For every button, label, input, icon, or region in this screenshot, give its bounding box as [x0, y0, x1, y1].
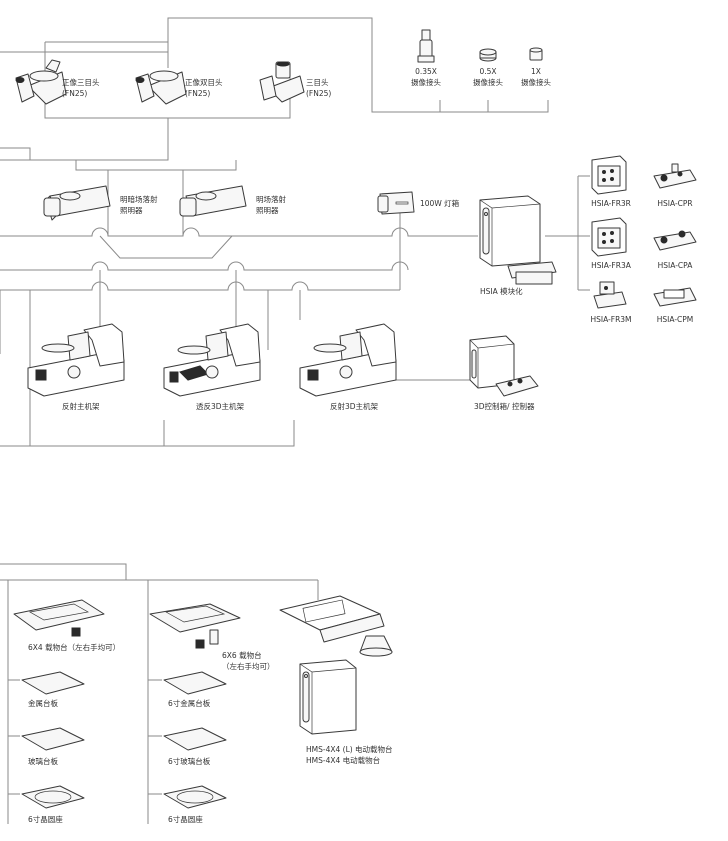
hsia-fr3r-icon [591, 155, 627, 195]
label-line: 正像三目头 [62, 78, 100, 87]
label-motorized-stage: HMS-4X4 (L) 电动载物台 HMS-4X4 电动载物台 [306, 744, 393, 766]
label-upright-binocular: 正像双目头 (FN25) [185, 77, 223, 99]
label-line: 照明器 [120, 206, 143, 215]
label-trinocular: 三目头 (FN25) [306, 77, 331, 99]
label-hsia-cpm: HSIA-CPM [656, 315, 694, 324]
wafer-holder-6in-icon [163, 785, 227, 809]
hsia-fr3a-icon [591, 217, 627, 257]
frame-trans-reflected-3d-icon [163, 323, 261, 397]
wafer-holder-icon [21, 785, 85, 809]
motorized-stage-icon [279, 595, 393, 657]
hsia-fr3m-icon [593, 281, 627, 309]
camera-adapter-035x-icon [417, 29, 435, 63]
label-illuminator-bf: 明场落射 照明器 [256, 194, 286, 216]
label-line: 0.35X [415, 67, 437, 76]
label-line: HMS-4X4 (L) 电动载物台 [306, 745, 393, 754]
label-line: 摄像接头 [521, 78, 551, 87]
label-line: 6X6 载物台 [222, 651, 262, 660]
label-line: 1X [531, 67, 541, 76]
metal-plate-icon [21, 671, 85, 695]
label-line: 照明器 [256, 206, 279, 215]
label-line: 明暗场落射 [120, 195, 158, 204]
label-hsia-fr3a: HSIA-FR3A [591, 261, 631, 270]
label-line: 摄像接头 [411, 78, 441, 87]
frame-reflected-3d-icon [299, 323, 397, 397]
camera-adapter-1x-icon [529, 47, 543, 61]
label-line: (FN25) [185, 89, 211, 98]
label-metal-plate: 金属台板 [28, 699, 58, 708]
glass-plate-icon [21, 727, 85, 751]
label-glass-plate-6in: 6寸玻璃台板 [168, 757, 211, 766]
label-wafer-holder-6in: 6寸晶圆座 [168, 815, 203, 824]
label-adapter-05x: 0.5X 摄像接头 [468, 66, 508, 88]
label-line: 三目头 [306, 78, 329, 87]
label-frame-trans-reflected-3d: 透反3D主机架 [196, 402, 245, 411]
label-adapter-1x: 1X 摄像接头 [516, 66, 556, 88]
hsia-cpm-icon [653, 287, 697, 307]
label-glass-plate: 玻璃台板 [28, 757, 58, 766]
illuminator-bf-df-icon [43, 185, 111, 221]
label-hsia-module: HSIA 模块化 [480, 287, 523, 296]
label-frame-reflected: 反射主机架 [62, 402, 100, 411]
stage-6x6-icon [149, 603, 241, 649]
label-line: HMS-4X4 电动载物台 [306, 756, 381, 765]
label-frame-reflected-3d: 反射3D主机架 [330, 402, 379, 411]
label-hsia-fr3r: HSIA-FR3R [591, 199, 631, 208]
head-upright-trinocular-icon [15, 59, 67, 105]
lamp-box-icon [377, 191, 415, 215]
connector-lines [0, 17, 590, 824]
label-line: (FN25) [62, 89, 88, 98]
label-upright-trinocular: 正像三目头 (FN25) [62, 77, 100, 99]
label-controller: 3D控制箱/ 控制器 [474, 402, 535, 411]
head-upright-binocular-icon [135, 70, 187, 105]
label-adapter-035x: 0.35X 摄像接头 [406, 66, 446, 88]
metal-plate-6in-icon [163, 671, 227, 695]
controller-joystick-icon [495, 375, 539, 397]
glass-plate-6in-icon [163, 727, 227, 751]
label-line: 0.5X [479, 67, 497, 76]
label-lamp-box: 100W 灯箱 [420, 199, 460, 208]
hsia-module-icon [479, 195, 557, 285]
label-line: 明场落射 [256, 195, 286, 204]
label-metal-plate-6in: 6寸金属台板 [168, 699, 211, 708]
label-wafer-holder: 6寸晶圆座 [28, 815, 63, 824]
head-trinocular-icon [259, 61, 305, 103]
label-line: 摄像接头 [473, 78, 503, 87]
controller-box-icon [469, 335, 515, 389]
label-hsia-cpa: HSIA-CPA [657, 261, 693, 270]
label-stage-6x6: 6X6 载物台 （左右手均可） [222, 650, 275, 672]
hsia-cpr-icon [653, 163, 697, 189]
label-hsia-cpr: HSIA-CPR [657, 199, 693, 208]
label-line: 正像双目头 [185, 78, 223, 87]
label-illuminator-bf-df: 明暗场落射 照明器 [120, 194, 158, 216]
hms-controller-icon [299, 659, 357, 735]
hsia-cpa-icon [653, 230, 697, 251]
stage-6x4-icon [13, 599, 105, 637]
frame-reflected-icon [27, 323, 125, 397]
camera-adapter-05x-icon [479, 48, 497, 62]
label-stage-6x4: 6X4 载物台（左右手均可） [28, 643, 121, 652]
label-line: （左右手均可） [222, 662, 275, 671]
label-hsia-fr3m: HSIA-FR3M [590, 315, 632, 324]
label-line: (FN25) [306, 89, 332, 98]
illuminator-bf-icon [179, 185, 247, 217]
